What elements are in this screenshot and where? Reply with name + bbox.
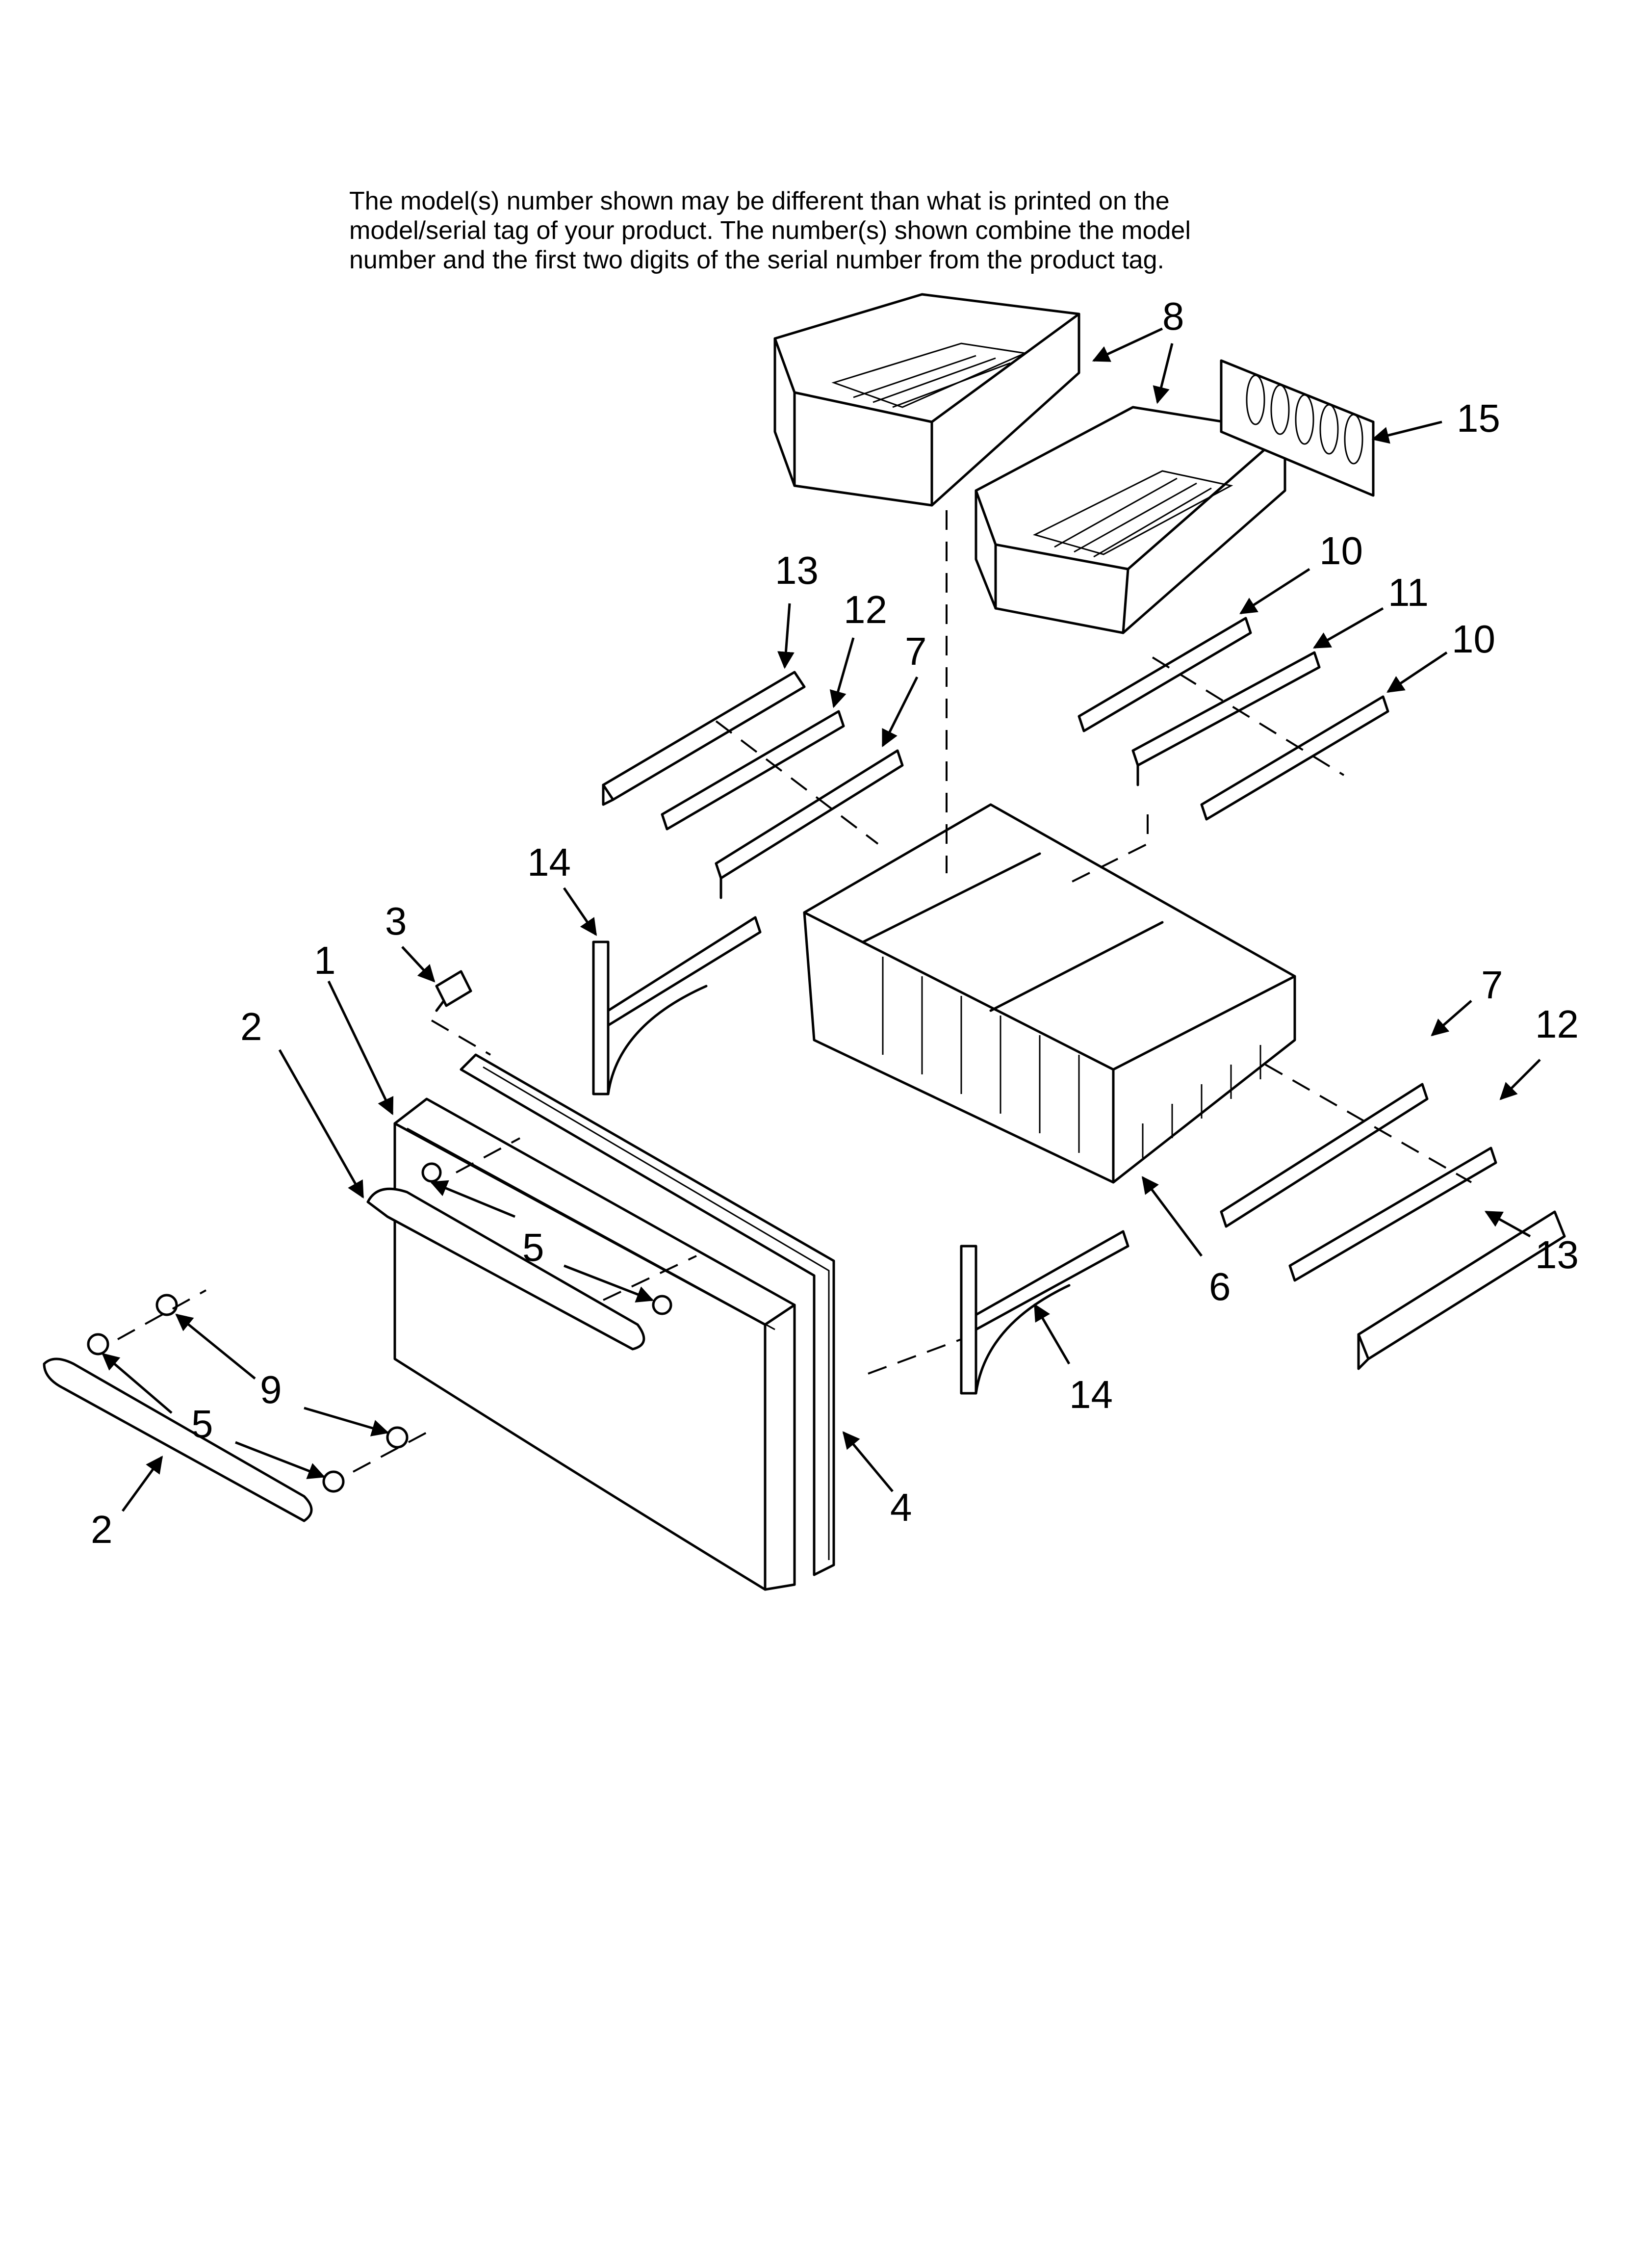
drawer-handle xyxy=(366,1187,645,1351)
upper-rail-rear xyxy=(1200,695,1389,821)
rail-support-right xyxy=(960,1230,1129,1395)
leader-lines xyxy=(102,327,1541,1512)
callout-12-top: 12 xyxy=(844,588,887,631)
callout-10-top: 10 xyxy=(1319,529,1363,573)
loose-handle xyxy=(43,1357,313,1522)
upper-rail-front xyxy=(1078,617,1252,732)
callout-13-right: 13 xyxy=(1535,1233,1579,1277)
callout-9: 9 xyxy=(260,1368,282,1411)
freezer-basket xyxy=(803,803,1296,1184)
callout-3: 3 xyxy=(385,899,407,943)
slide-rail-right xyxy=(1288,1147,1497,1282)
rail-support-left xyxy=(592,916,762,1095)
callout-labels: 8 15 13 12 7 10 11 10 14 3 1 2 5 9 5 2 4… xyxy=(91,294,1579,1551)
handle-standoffs xyxy=(421,1162,672,1315)
notice-line-2: model/serial tag of your product. The nu… xyxy=(349,216,1191,245)
callout-11: 11 xyxy=(1388,571,1429,614)
callout-1: 1 xyxy=(314,938,336,982)
upper-pan-left xyxy=(773,293,1080,507)
assembly-lines xyxy=(117,510,1472,1473)
divider-panel xyxy=(1220,359,1375,497)
callout-2-top: 2 xyxy=(240,1005,262,1048)
drawer-gasket xyxy=(460,1053,835,1576)
callout-6: 6 xyxy=(1209,1265,1231,1308)
callout-10-right: 10 xyxy=(1452,617,1495,661)
callout-14-left: 14 xyxy=(527,840,571,884)
slide-rail-bracket-right xyxy=(1220,1083,1429,1228)
rail-cover-right xyxy=(1357,1210,1566,1370)
notice-line-1: The model(s) number shown may be differe… xyxy=(349,187,1170,215)
drawer-front-panel xyxy=(393,1097,796,1591)
callout-5-left: 5 xyxy=(191,1402,213,1446)
slide-rail-left xyxy=(661,710,845,831)
callout-15: 15 xyxy=(1457,396,1500,440)
diagram-notice: The model(s) number shown may be differe… xyxy=(349,186,1330,275)
callout-14-right: 14 xyxy=(1069,1373,1113,1416)
callout-7-top: 7 xyxy=(905,629,927,673)
rail-cover-left xyxy=(602,671,806,806)
callout-8: 8 xyxy=(1162,294,1184,338)
callout-13-top: 13 xyxy=(775,548,819,592)
callout-7-right: 7 xyxy=(1481,963,1503,1007)
upper-pan-right xyxy=(975,406,1286,634)
callout-2-bottom: 2 xyxy=(91,1508,113,1551)
upper-rail-center xyxy=(1131,651,1321,786)
loose-hardware xyxy=(87,1294,409,1493)
slide-rail-bracket-left xyxy=(715,749,904,899)
callout-12-right: 12 xyxy=(1535,1002,1579,1046)
callout-5-center: 5 xyxy=(522,1225,544,1269)
notice-line-3: number and the first two digits of the s… xyxy=(349,246,1164,274)
callout-4: 4 xyxy=(890,1486,912,1529)
screw xyxy=(435,970,472,1012)
